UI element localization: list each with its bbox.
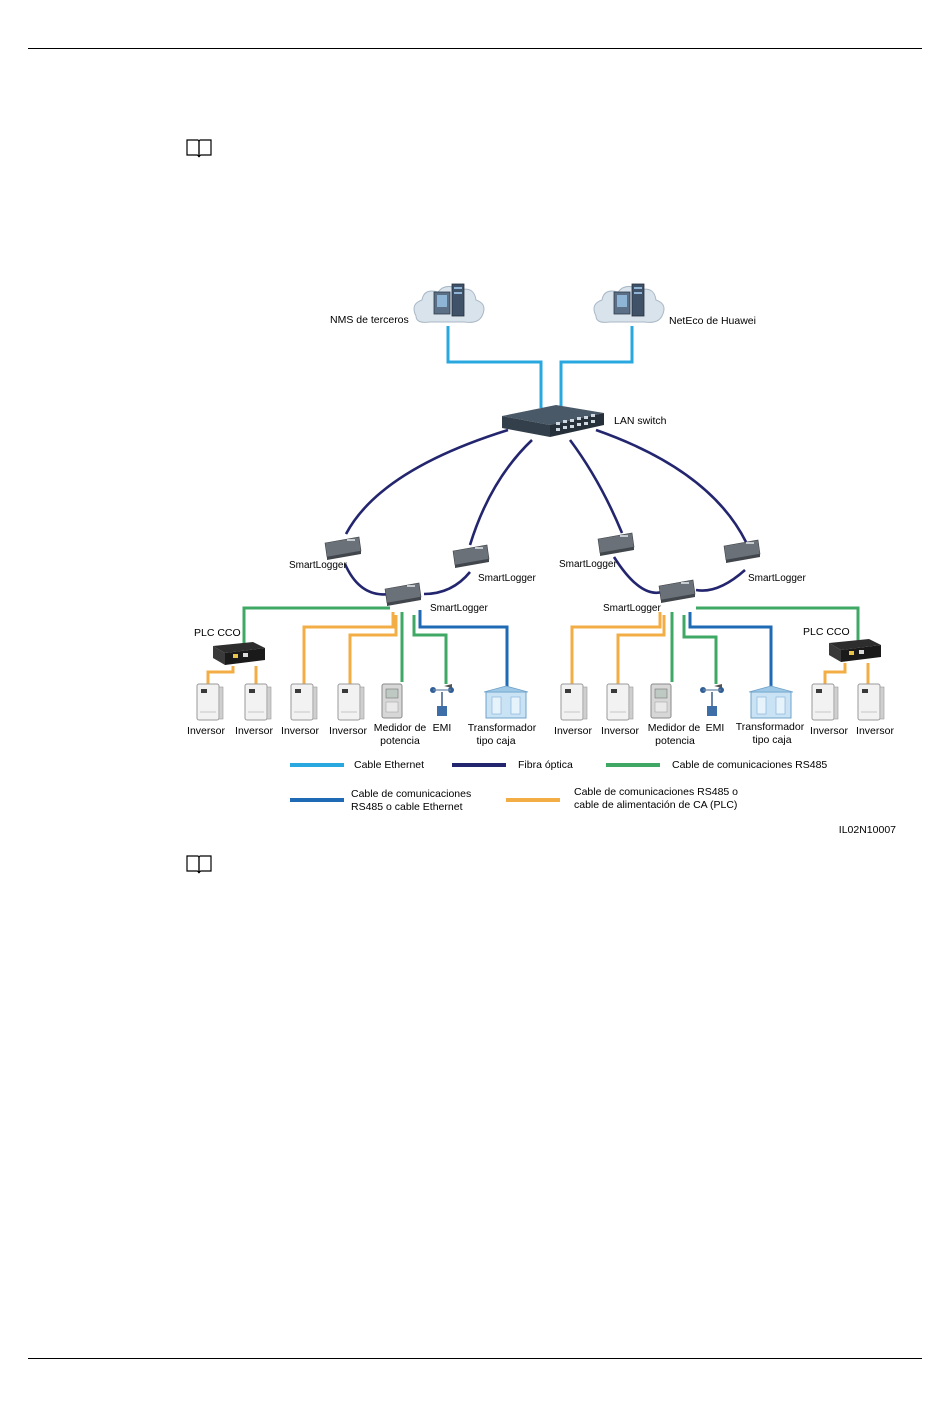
power-meter-icon	[650, 683, 672, 719]
smartlogger-label: SmartLogger	[603, 603, 661, 614]
inverter-icon	[560, 683, 588, 721]
plc-cco-label: PLC CCO	[194, 627, 241, 639]
smartlogger-label: SmartLogger	[559, 559, 617, 570]
emi-icon	[429, 683, 455, 717]
emi-icon	[699, 683, 725, 717]
cloud-server-icon	[413, 283, 485, 323]
lan-switch-icon	[502, 405, 604, 437]
inverter-label: Inversor	[810, 725, 848, 737]
inverter-icon	[606, 683, 634, 721]
legend-plc: Cable de comunicaciones RS485 o	[574, 786, 738, 798]
plc-cco-icon	[829, 639, 881, 662]
header-rule	[28, 48, 922, 49]
cloud-server-icon	[593, 283, 665, 323]
legend: Cable Ethernet Fibra óptica Cable de com…	[290, 759, 827, 813]
inverter-label: Inversor	[235, 725, 273, 737]
legend-plc: cable de alimentación de CA (PLC)	[574, 799, 737, 811]
inverter-icon	[811, 683, 839, 721]
emi-label: EMI	[433, 722, 452, 734]
rs485-links	[242, 606, 860, 684]
smartlogger-icon	[324, 536, 362, 561]
inverter-icon	[244, 683, 272, 721]
inverter-icon	[196, 683, 224, 721]
note-book-icon	[186, 139, 212, 158]
legend-rs485-ethernet: RS485 o cable Ethernet	[351, 801, 463, 813]
transformer-label: Transformador	[736, 721, 805, 733]
nms-label: NMS de terceros	[330, 314, 409, 326]
inverter-label: Inversor	[187, 725, 225, 737]
figure-id: IL02N10007	[839, 824, 896, 836]
meter-label: Medidor de	[648, 722, 701, 734]
meter-label: potencia	[655, 735, 695, 747]
transformer-label: tipo caja	[476, 735, 515, 747]
inverter-label: Inversor	[601, 725, 639, 737]
inverter-label: Inversor	[329, 725, 367, 737]
meter-label: potencia	[380, 735, 420, 747]
plc-links	[206, 612, 870, 686]
fiber-links	[343, 428, 748, 596]
transformer-label: Transformador	[468, 722, 537, 734]
smartlogger-icon	[658, 579, 696, 604]
smartlogger-label: SmartLogger	[289, 560, 347, 571]
neteco-label: NetEco de Huawei	[669, 315, 756, 327]
plc-cco-icon	[213, 642, 265, 665]
lan-switch-label: LAN switch	[614, 415, 667, 427]
rs485-ethernet-links	[418, 610, 773, 688]
transformer-label: tipo caja	[752, 734, 791, 746]
footer-rule	[28, 1358, 922, 1359]
meter-label: Medidor de	[374, 722, 427, 734]
emi-label: EMI	[706, 722, 725, 734]
smartlogger-icon	[723, 539, 761, 564]
inverter-label: Inversor	[554, 725, 592, 737]
ethernet-links	[446, 326, 634, 408]
inverter-icon	[290, 683, 318, 721]
smartlogger-label: SmartLogger	[478, 573, 536, 584]
plc-cco-label: PLC CCO	[803, 626, 850, 638]
box-transformer-icon	[748, 685, 794, 719]
smartlogger-label: SmartLogger	[430, 603, 488, 614]
inverter-label: Inversor	[856, 725, 894, 737]
inverter-icon	[857, 683, 885, 721]
legend-ethernet: Cable Ethernet	[354, 759, 424, 771]
note-book-icon	[186, 855, 212, 874]
power-meter-icon	[381, 683, 403, 719]
legend-rs485-ethernet: Cable de comunicaciones	[351, 788, 471, 800]
smartlogger-icon	[597, 532, 635, 557]
smartlogger-icon	[452, 544, 490, 569]
legend-rs485: Cable de comunicaciones RS485	[672, 759, 827, 771]
inverter-icon	[337, 683, 365, 721]
box-transformer-icon	[483, 685, 529, 719]
smartlogger-icon	[384, 582, 422, 607]
inverter-label: Inversor	[281, 725, 319, 737]
legend-fiber: Fibra óptica	[518, 759, 573, 771]
smartlogger-label: SmartLogger	[748, 573, 806, 584]
